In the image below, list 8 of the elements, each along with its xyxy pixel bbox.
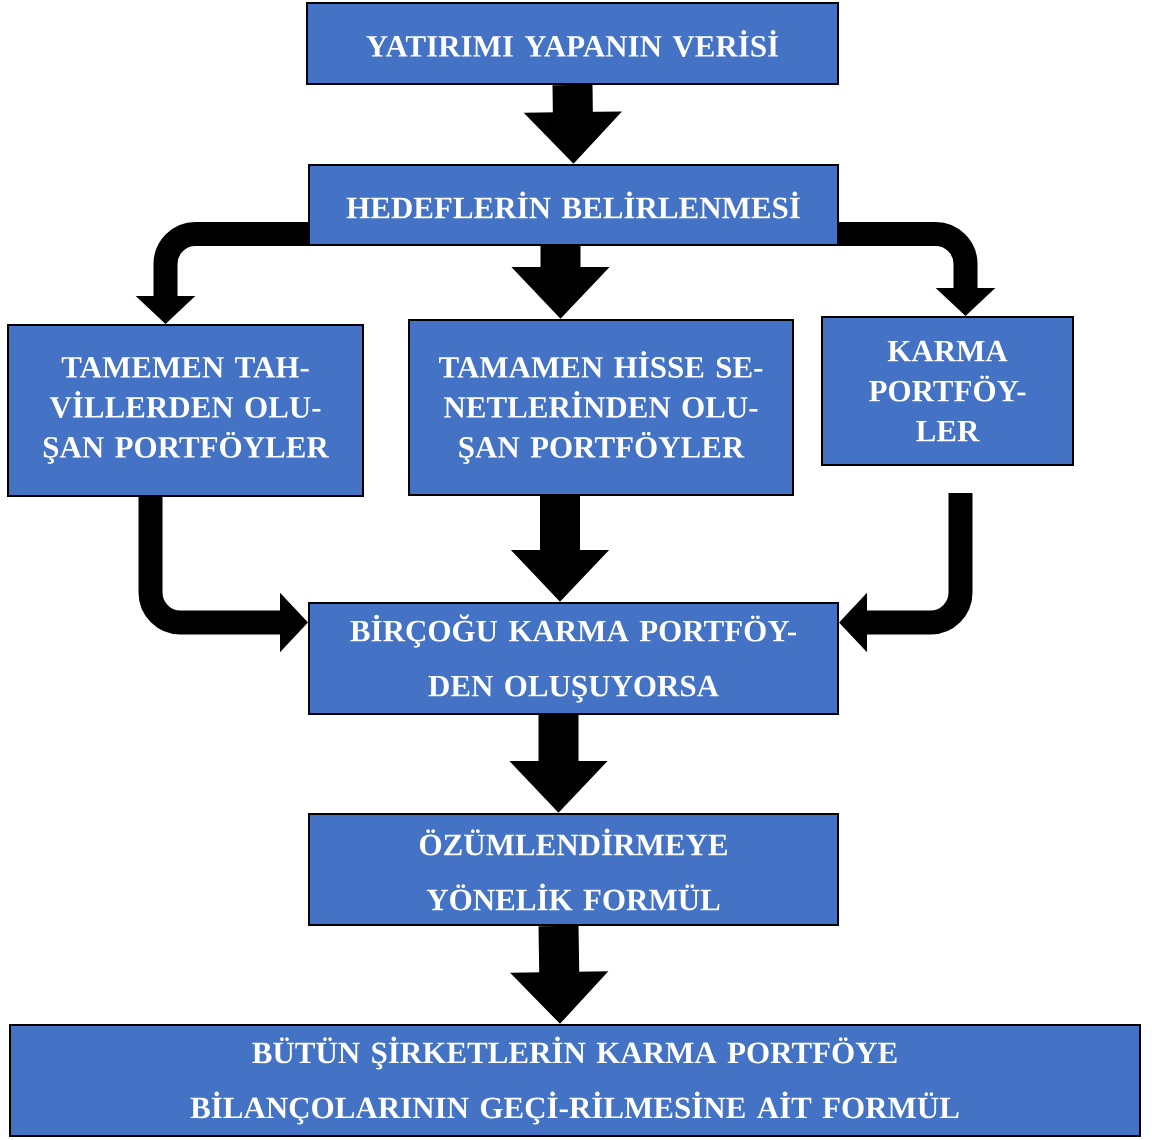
process-box: BÜTÜN ŞİRKETLERİN KARMA PORTFÖYE BİLANÇOLARININ GEÇİ-RİLMESİNE AİT FORMÜL: [9, 1024, 1141, 1137]
process-box: TAMEMEN TAH-VİLLERDEN OLU-ŞAN PORTFÖYLER: [7, 324, 364, 497]
process-box: KARMA PORTFÖY-LER: [821, 316, 1074, 466]
process-box: HEDEFLERİN BELİRLENMESİ: [308, 164, 839, 246]
process-box: BİRÇOĞU KARMA PORTFÖY-DEN OLUŞUYORSA: [308, 602, 839, 715]
process-box: TAMAMEN HİSSE SE-NETLERİNDEN OLU-ŞAN PORTFÖYLER: [408, 319, 794, 496]
process-box: ÖZÜMLENDİRMEYE YÖNELİK FORMÜL: [308, 813, 839, 926]
process-box: YATIRIMI YAPANIN VERİSİ: [306, 2, 839, 85]
